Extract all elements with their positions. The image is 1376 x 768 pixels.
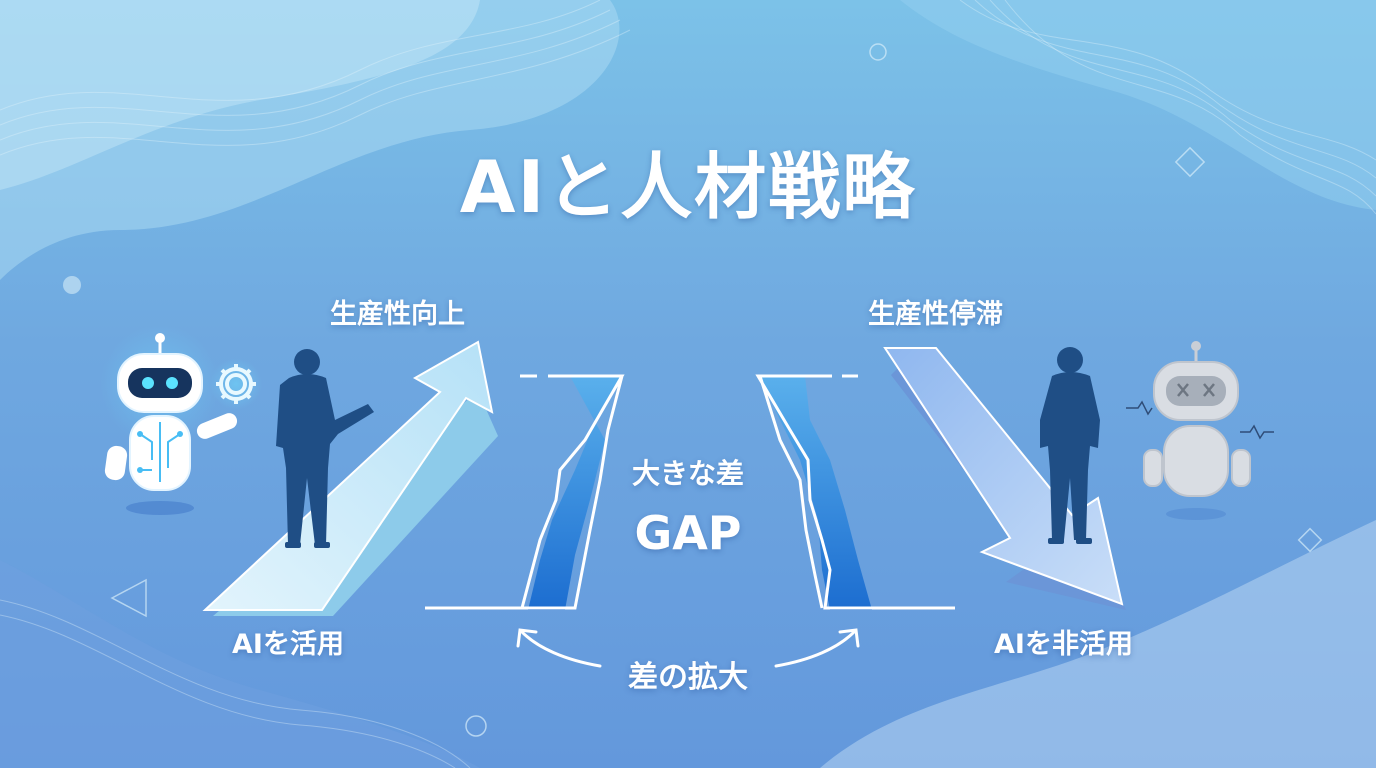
label-productivity-up: 生産性向上 <box>330 299 465 330</box>
label-ai-not-used: AIを非活用 <box>994 629 1133 660</box>
robot-inactive-icon <box>1126 341 1274 520</box>
gap-label-jp: 大きな差 <box>631 457 744 490</box>
person-silhouette-icon <box>276 349 374 548</box>
widening-arrows <box>516 628 860 668</box>
label-ai-used: AIを活用 <box>232 629 344 660</box>
gap-cliffs <box>425 374 955 610</box>
gap-label-en: GAP <box>634 506 742 560</box>
gear-icon <box>210 358 262 410</box>
label-productivity-stagnant: 生産性停滞 <box>868 299 1003 330</box>
up-arrow-icon <box>202 340 498 616</box>
page-title: AIと人材戦略 <box>459 145 917 229</box>
label-gap-widening: 差の拡大 <box>628 660 748 695</box>
robot-active-icon <box>100 325 238 515</box>
person-silhouette-icon <box>1040 347 1100 544</box>
